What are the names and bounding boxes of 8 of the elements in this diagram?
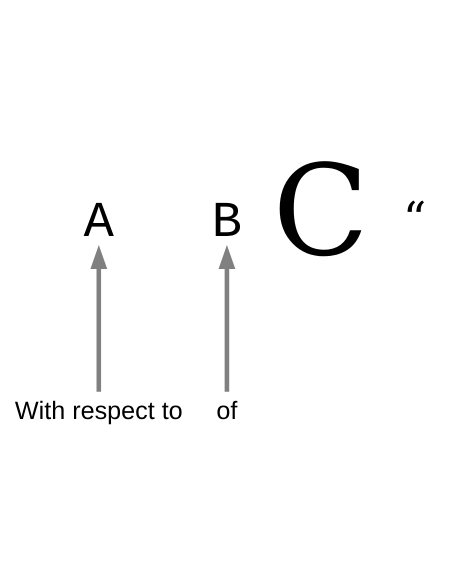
node-text: of [216, 396, 237, 424]
label: C [272, 137, 368, 284]
arrow [90, 244, 107, 392]
label: “ [402, 192, 426, 246]
node-text: A [83, 194, 114, 252]
arrow [218, 244, 235, 392]
node-text: With respect to [14, 396, 182, 424]
node-text: B [211, 194, 242, 252]
